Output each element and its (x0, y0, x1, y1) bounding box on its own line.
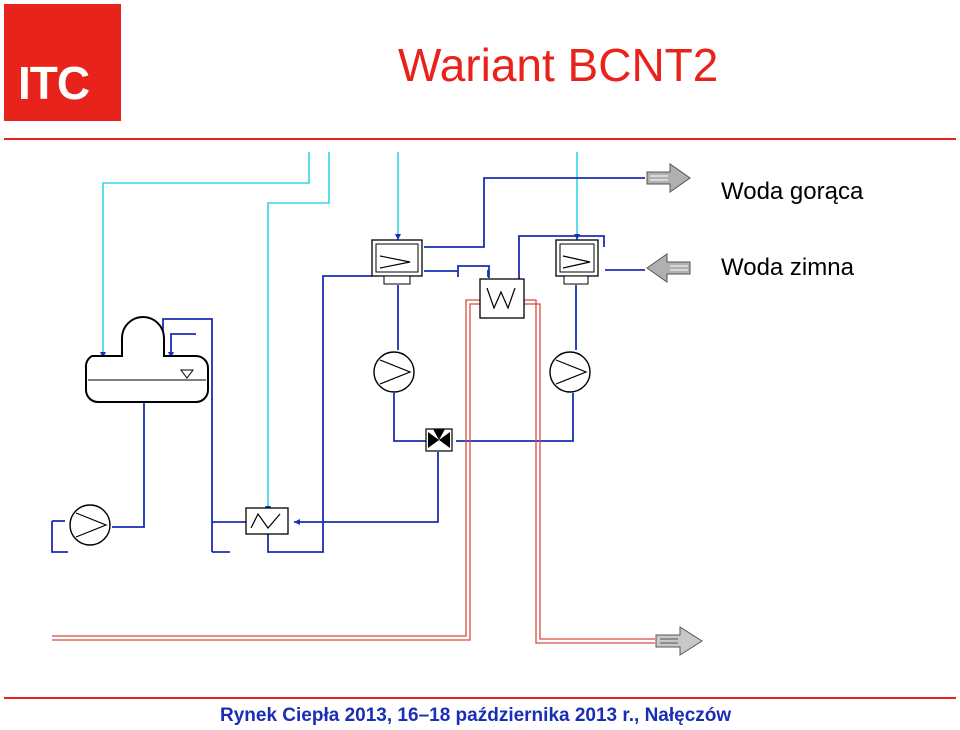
heat-exchanger-2 (555, 239, 599, 285)
flue-gas-exchanger (479, 278, 525, 319)
mixing-valve (425, 428, 453, 452)
heat-exchanger-1 (371, 239, 423, 285)
hot-water-arrow (646, 163, 691, 193)
pump-1 (373, 351, 415, 393)
footer-text: Rynek Ciepła 2013, 16–18 października 20… (220, 705, 732, 726)
itc-logo: ITC (4, 4, 121, 121)
steam-lines (100, 152, 580, 512)
pump-2 (549, 351, 591, 393)
logo-text: ITC (18, 57, 90, 109)
flue-gas-lines (52, 299, 655, 644)
pump-3 (69, 504, 111, 546)
heat-exchanger-3 (245, 507, 289, 535)
process-diagram (51, 152, 703, 656)
cold-water-arrow (646, 253, 691, 283)
header-rule (4, 138, 956, 140)
flue-gas-outlet-arrow (655, 626, 703, 656)
hot-water-label: Woda gorąca (721, 178, 864, 205)
deaerator-drum (84, 316, 209, 403)
cold-water-label: Woda zimna (721, 254, 854, 281)
footer-rule (4, 697, 956, 699)
water-lines (51, 177, 645, 553)
slide-title: Wariant BCNT2 (398, 39, 719, 91)
